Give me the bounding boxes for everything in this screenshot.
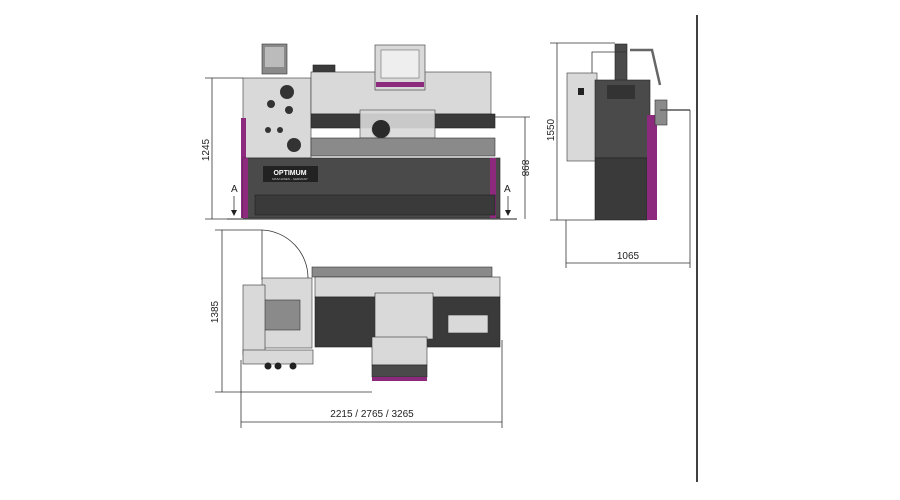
front-view: OPTIMUM MASCHINEN - GERMANY A A 1245 898 — [201, 43, 530, 220]
brand-logo: OPTIMUM — [273, 170, 306, 177]
section-marker-right: A — [504, 184, 511, 195]
dim-spindle-height: 898 — [519, 160, 530, 177]
dim-top-depth: 1385 — [210, 300, 221, 323]
side-panel — [566, 72, 598, 162]
side-view: 1550 1065 — [546, 42, 691, 268]
dim-side-height: 1550 — [546, 118, 557, 141]
brand-plate — [263, 166, 318, 182]
brand-subtitle: MASCHINEN - GERMANY — [272, 177, 308, 181]
dim-overall-length: 2215 / 2765 / 3265 — [330, 409, 414, 420]
carriage-top — [374, 292, 434, 340]
dim-side-depth: 1065 — [617, 251, 640, 262]
top-view: 1385 2215 / 2765 / 3265 — [210, 229, 503, 428]
section-marker-left: A — [231, 184, 238, 195]
dim-front-height: 1245 — [201, 138, 212, 161]
